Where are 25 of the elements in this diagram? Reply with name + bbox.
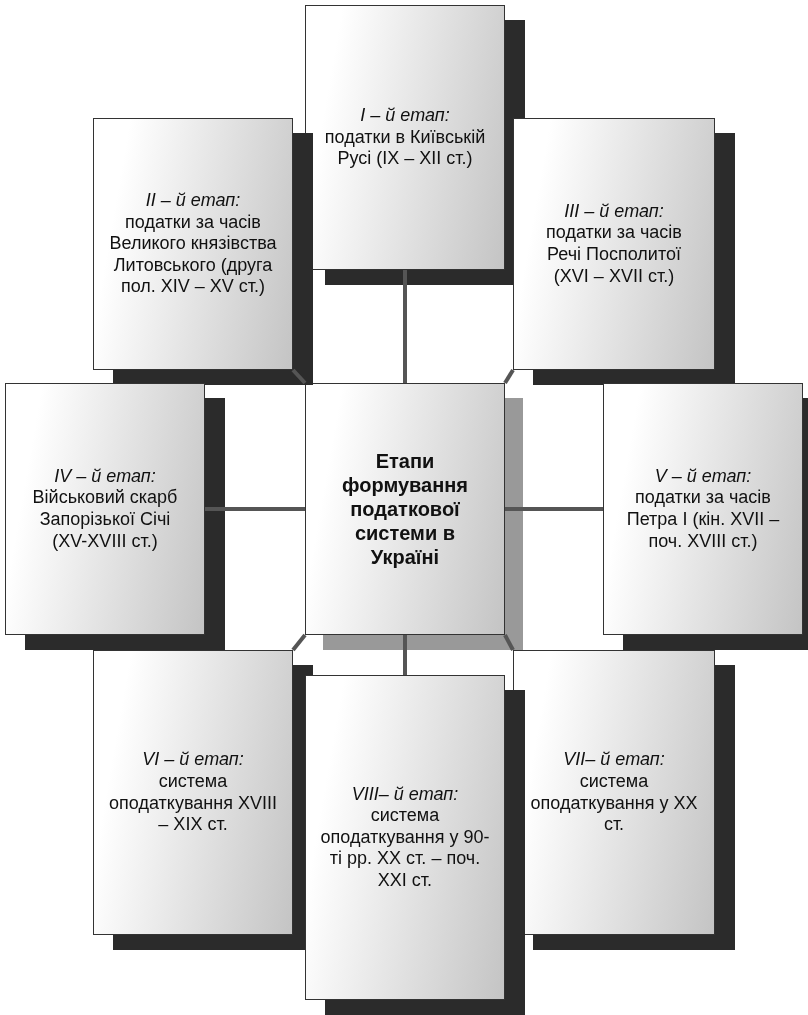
stage-heading: IV – й етап:	[54, 465, 156, 488]
stage-description: податки за часів Речі Посполитої (XVI – XVII ст.)	[545, 222, 683, 288]
stage-heading: III – й етап:	[564, 200, 664, 223]
central-title: Етапи формування податкової системи в Україні	[340, 449, 469, 569]
stage-heading: V – й етап:	[654, 465, 752, 488]
stage-description: Військовий скарб Запорізької Січі (XV-XVIII ст.)	[31, 487, 179, 553]
connector-line	[291, 368, 307, 385]
stage-heading: II – й етап:	[145, 190, 241, 212]
stage-description: податки за часів Петра I (кін. XVII – поч. XVIII ст.)	[625, 487, 781, 553]
stage-description: податки за часів Великого князівства Литовського (друга пол. XIV – XV ст.)	[108, 211, 278, 298]
stage-description: система оподаткування у 90-ті рр. XX ст. – поч. XXI ст.	[320, 805, 490, 892]
connector-line	[505, 507, 603, 511]
stage-description: система оподаткування XVIII – XIX ст.	[108, 770, 278, 836]
stage-heading: VI – й етап:	[142, 749, 244, 771]
connector-line	[503, 368, 515, 385]
connector-line	[503, 634, 515, 651]
connector-line	[205, 507, 305, 511]
stage-heading: VIII– й етап:	[351, 783, 459, 806]
stage-description: податки в Київській Русі (IX – XII ст.)	[323, 126, 487, 170]
connector-line	[403, 270, 407, 383]
stage-heading: I – й етап:	[360, 105, 450, 127]
stage-heading: VII– й етап:	[563, 749, 665, 771]
stage-description: система оподаткування у XX ст.	[529, 770, 699, 836]
connector-line	[291, 633, 307, 652]
connector-line	[403, 635, 407, 675]
